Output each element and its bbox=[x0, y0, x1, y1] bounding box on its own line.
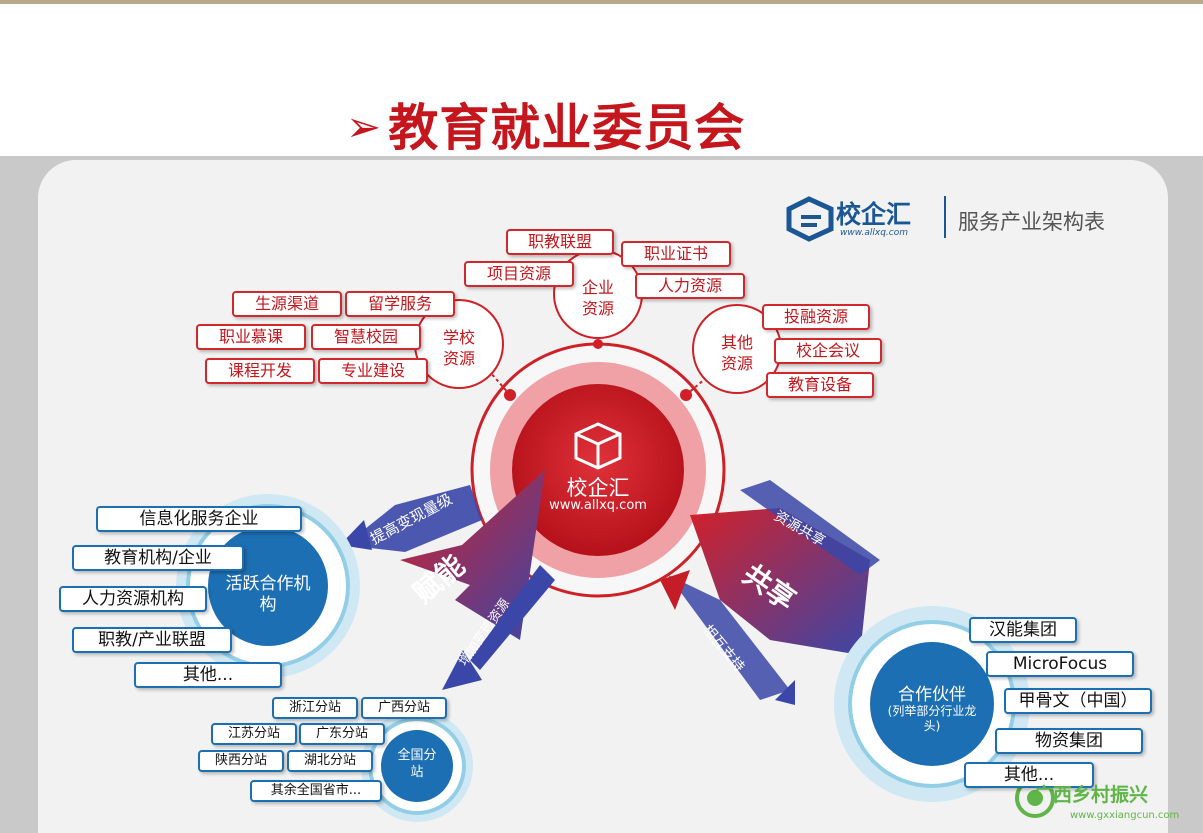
tag-branch-1: 广西分站 bbox=[361, 697, 447, 719]
partners-sublabel: (列举部分行业龙头) bbox=[887, 704, 977, 733]
school-resource-label-text: 学校资源 bbox=[442, 328, 475, 368]
brand-url: www.allxq.com bbox=[840, 228, 909, 238]
tag-partner-3: 物资集团 bbox=[995, 728, 1143, 754]
empower-slim-arrow bbox=[470, 565, 555, 670]
tag-other-1: 校企会议 bbox=[774, 338, 882, 364]
branches-label: 全国分站 bbox=[397, 748, 437, 780]
other-resource-label-text: 其他资源 bbox=[720, 333, 753, 373]
tag-school-1: 留学服务 bbox=[345, 291, 455, 317]
title-marker: ➢ bbox=[346, 102, 383, 151]
tag-branch-5: 湖北分站 bbox=[287, 750, 373, 772]
tag-branch-0: 浙江分站 bbox=[272, 697, 358, 719]
tag-enterprise-2: 职业证书 bbox=[621, 241, 731, 267]
tag-partner-0: 汉能集团 bbox=[969, 617, 1077, 643]
active-orgs-label: 活跃合作机构 bbox=[225, 574, 311, 615]
brand-name: 校企汇 bbox=[836, 200, 912, 229]
tag-branch-6: 其余全国省市... bbox=[250, 780, 382, 802]
tag-partner-1: MicroFocus bbox=[986, 651, 1134, 677]
partners-label: 合作伙伴 bbox=[898, 685, 966, 705]
tag-partner-4: 其他... bbox=[964, 762, 1094, 788]
tag-school-2: 职业慕课 bbox=[196, 324, 306, 350]
tag-branch-4: 陕西分站 bbox=[198, 750, 284, 772]
tag-org-0: 信息化服务企业 bbox=[96, 506, 302, 532]
tag-school-4: 课程开发 bbox=[205, 358, 315, 384]
page-title: ➢教育就业委员会 bbox=[346, 88, 745, 160]
hub-box-icon bbox=[574, 422, 622, 470]
watermark-text: 广西乡村振兴 bbox=[1034, 784, 1149, 806]
enterprise-resource-label-text: 企业资源 bbox=[581, 278, 614, 318]
tag-other-0: 投融资源 bbox=[762, 304, 870, 330]
partners-core bbox=[870, 642, 994, 766]
top-decor-strip bbox=[0, 0, 1203, 4]
hub-name: 校企汇 bbox=[566, 476, 630, 500]
brand-subtitle: 服务产业架构表 bbox=[958, 210, 1105, 234]
watermark-url: www.gxxiangcun.com bbox=[1070, 810, 1180, 821]
brand-divider bbox=[944, 196, 946, 238]
empower-arrow bbox=[400, 470, 545, 640]
hub-core bbox=[512, 384, 684, 556]
tag-partner-2: 甲骨文（中国） bbox=[1004, 688, 1152, 714]
tag-school-0: 生源渠道 bbox=[232, 291, 342, 317]
tag-school-3: 智慧校园 bbox=[311, 324, 421, 350]
tag-org-2: 人力资源机构 bbox=[59, 586, 207, 612]
tag-org-4: 其他... bbox=[134, 662, 282, 688]
hub-url: www.allxq.com bbox=[549, 498, 647, 513]
tag-org-1: 教育机构/企业 bbox=[72, 545, 244, 571]
tag-enterprise-0: 职教联盟 bbox=[506, 229, 614, 255]
tag-school-5: 专业建设 bbox=[318, 358, 428, 384]
tag-org-3: 职教/产业联盟 bbox=[72, 627, 232, 653]
tag-branch-3: 广东分站 bbox=[299, 723, 385, 745]
school-resource-label: 学校资源 bbox=[435, 327, 483, 369]
brand-logo-icon bbox=[786, 196, 834, 242]
tag-other-2: 教育设备 bbox=[766, 372, 874, 398]
tag-branch-2: 江苏分站 bbox=[211, 723, 297, 745]
tag-enterprise-1: 项目资源 bbox=[464, 261, 574, 287]
page-title-text: 教育就业委员会 bbox=[388, 99, 746, 157]
other-resource-label: 其他资源 bbox=[713, 332, 761, 374]
tag-enterprise-3: 人力资源 bbox=[635, 273, 745, 299]
branches-core bbox=[381, 730, 453, 802]
enterprise-resource-label: 企业资源 bbox=[574, 277, 622, 319]
